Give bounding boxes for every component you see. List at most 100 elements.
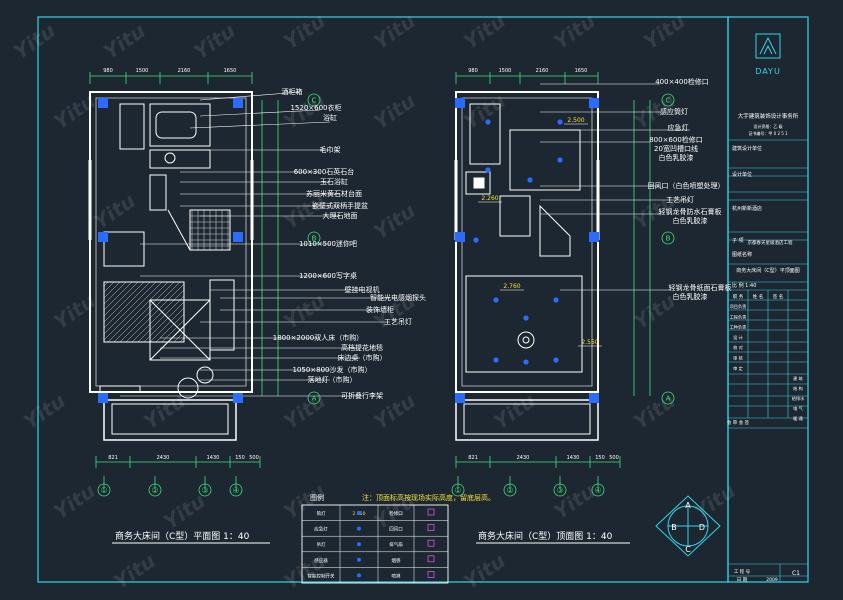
compass-letter: B — [671, 523, 677, 532]
dimension-lines — [89, 72, 651, 488]
grid-bubble-label: ③ — [201, 486, 208, 495]
plan-right-label: 应急灯 — [668, 123, 689, 132]
ceiling-light-marker — [493, 357, 499, 363]
ceiling-elevation-marks: 2.500 2.260 2.760 2.550 — [478, 117, 602, 347]
column-marker — [589, 232, 599, 242]
legend-label: 检修口 — [389, 510, 403, 517]
watermark-text: Yitu — [689, 479, 740, 525]
watermark-text: Yitu — [139, 389, 190, 435]
title-block-row: 子 项 — [732, 237, 744, 244]
plan-right-label: 白色乳胶漆 — [673, 216, 708, 225]
dimension-text: 150 — [235, 455, 245, 461]
watermark-text: Yitu — [279, 549, 330, 595]
plan-left-label: 工艺吊灯 — [384, 317, 412, 326]
plan-left-label: 浴缸 — [323, 113, 337, 122]
elevation-value: 2.760 — [503, 283, 520, 290]
legend-symbol-icon — [427, 508, 435, 516]
watermark-text: Yitu — [49, 89, 100, 135]
dimension-text: 980 — [468, 68, 478, 74]
footer-label: 工 程 号 — [734, 568, 751, 575]
plan-right-label: 400×400检修口 — [655, 77, 709, 86]
watermark-text: Yitu — [89, 189, 140, 235]
column-marker — [455, 98, 465, 108]
plan-right-label: 感应筒灯 — [660, 107, 688, 116]
column-marker — [233, 393, 243, 403]
column-marker — [455, 232, 465, 242]
elevation-value: 2.500 — [567, 117, 584, 124]
dimension-text: 1500 — [499, 68, 512, 74]
ceiling-light-marker — [493, 297, 499, 303]
company-qualification: 设计资格：乙 级 — [753, 123, 782, 129]
legend-symbol-icon — [427, 555, 435, 563]
sign-row-label: 工种负责 — [730, 324, 747, 331]
plan-left-annotations: 酒柜箱1520×600衣柜浴缸毛巾架600×300石英石台玉石浴缸苏丽米黄石材台… — [273, 87, 426, 400]
plan-left-label: 床边桌（市购） — [338, 353, 387, 362]
dimension-text: 980 — [103, 68, 113, 74]
grid-bubble-label: C — [666, 97, 671, 105]
dimension-text: 1430 — [567, 455, 580, 461]
plan-left-label: 1200×600写字桌 — [299, 271, 357, 280]
grid-bubble-label: C — [312, 97, 317, 105]
watermark-text: Yitu — [189, 19, 240, 65]
compass-letter: D — [699, 523, 705, 532]
plan-left-label: 毛巾架 — [320, 145, 341, 154]
sign-row-label: 项目负责 — [730, 303, 747, 310]
grid-bubble-label: ② — [506, 486, 513, 495]
legend-symbol-icon — [357, 511, 361, 515]
column-marker — [589, 98, 599, 108]
plan-right-label: 回风口（白色喷塑处理） — [648, 181, 725, 190]
dimension-text: 2430 — [157, 455, 170, 461]
legend-symbol-icon — [357, 557, 361, 562]
grid-bubble-label: A — [666, 395, 671, 403]
grid-bubble-label: B — [666, 235, 671, 243]
grid-bubble — [148, 483, 162, 497]
plan-left-label: 1520×600衣柜 — [290, 103, 341, 112]
grid-bubble — [307, 391, 321, 405]
watermark-text: Yitu — [459, 89, 510, 135]
floor-plan-left — [88, 91, 254, 441]
legend-label: 烟感 — [392, 557, 401, 564]
watermark-text: Yitu — [489, 389, 540, 435]
ceiling-light-marker — [523, 315, 529, 321]
logo-mark-icon — [759, 36, 777, 55]
sign-header: 姓 名 — [753, 293, 763, 300]
logo-text: DAYU — [755, 67, 781, 76]
title-block-row: 图纸名称 — [732, 251, 752, 258]
column-marker — [589, 393, 599, 403]
dimension-text: 821 — [108, 455, 118, 461]
plan-left-label: 装饰墙柜 — [366, 305, 394, 314]
ceiling-light-marker — [485, 119, 491, 125]
dimension-text: 1430 — [207, 455, 220, 461]
company-name: 大宇建筑装饰设计事务所 — [738, 112, 799, 120]
elevation-value: 2.260 — [481, 195, 498, 202]
column-markers — [98, 98, 599, 403]
plan-left-label: 嵌壁式双柄手提盆 — [312, 201, 368, 210]
watermark-text: Yitu — [369, 89, 420, 135]
plan-right-label: 工艺吊灯 — [666, 195, 694, 204]
grid-bubble — [591, 483, 605, 497]
dimension-text: 500 — [609, 455, 619, 461]
dimension-text: 500 — [249, 455, 259, 461]
discipline-label: 电 气 — [793, 405, 804, 411]
legend-label: 吊灯 — [317, 541, 326, 548]
watermark-text: Yitu — [279, 289, 330, 335]
watermark-text: Yitu — [549, 9, 600, 55]
watermark-text: Yitu — [279, 9, 330, 55]
grid-bubble — [229, 483, 243, 497]
plan-right-label: 白色乳胶漆 — [659, 153, 694, 162]
elevation-value: 2.550 — [581, 339, 598, 346]
grid-bubble — [503, 483, 517, 497]
legend-symbol-icon — [427, 524, 435, 531]
watermark-text: Yitu — [369, 199, 420, 245]
grid-bubbles-left: CBA — [307, 93, 321, 405]
grid-bubbles-right: C B A — [661, 93, 675, 405]
watermark-text: Yitu — [459, 549, 510, 595]
company-certificate: 证书编号：甲 0 2 5 1 — [748, 130, 788, 136]
ceiling-light-marker — [557, 157, 563, 163]
grid-bubble-label: ① — [100, 486, 107, 495]
discipline-label: 建 筑 — [793, 375, 804, 382]
watermark-text: Yitu — [279, 389, 330, 435]
ceiling-light-marker — [557, 119, 563, 125]
legend-symbol-icon — [357, 542, 361, 547]
